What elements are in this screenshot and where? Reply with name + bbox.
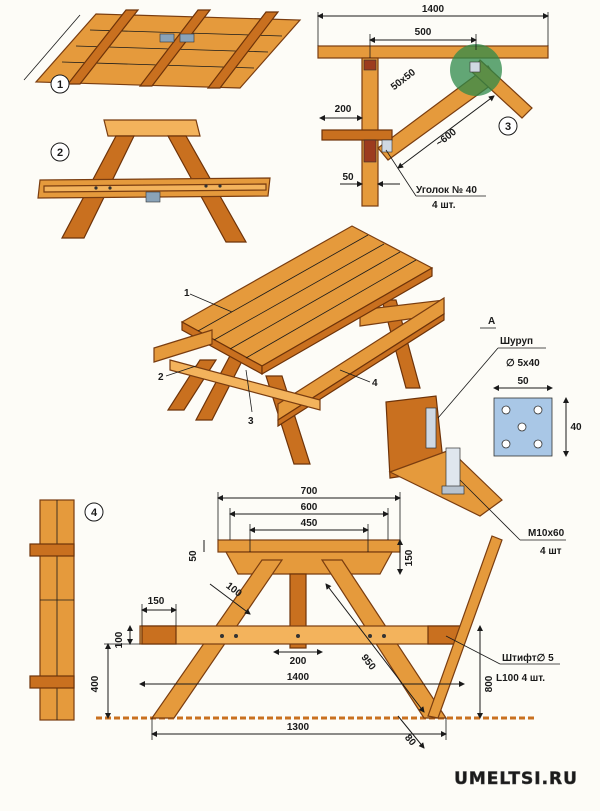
- picnic-table-isometric: 1 2 3 4: [153, 225, 445, 465]
- dim-400: 400: [90, 675, 101, 692]
- callout-label: 4: [91, 507, 98, 519]
- detail-a: A 50 40 Шуруп ∅ 5x40 M10x60 4 шт: [385, 316, 582, 557]
- top-crossbar: [103, 119, 201, 137]
- post-block: [363, 139, 377, 163]
- post-block: [363, 59, 377, 71]
- tabletop-cleat-1: [66, 9, 140, 85]
- elevation-tabletop: [217, 539, 401, 553]
- part-label-1: 1: [184, 288, 190, 299]
- seat-rail: [169, 359, 321, 411]
- dim-100-left: 100: [114, 631, 125, 648]
- dim-950: 950: [358, 652, 377, 672]
- dim-line: [397, 95, 495, 169]
- elevation-back-board: [427, 535, 503, 719]
- tabletop-cleat-2: [138, 9, 212, 87]
- callout-3: 3: [498, 116, 518, 136]
- dim-1300: 1300: [287, 722, 310, 733]
- dim-150-top: 150: [404, 549, 415, 566]
- dim-50x50: 50x50: [389, 67, 418, 93]
- detail-a-title: A: [488, 316, 495, 327]
- leg-detail-view: 1400 500 50x50 200 ~600 50 Уголок № 40 4…: [317, 4, 549, 211]
- angle-qty: 4 шт.: [432, 200, 456, 211]
- screw-size: ∅ 5x40: [506, 358, 540, 369]
- callout-4: 4: [84, 502, 104, 522]
- tabletop-underside-view: [23, 9, 302, 89]
- side-cleat-bottom: [29, 675, 75, 689]
- dim-1400: 1400: [422, 4, 445, 15]
- dim-200: 200: [335, 104, 352, 115]
- dim-150-left: 150: [148, 596, 165, 607]
- seat-support: [321, 129, 393, 141]
- dim-450: 450: [301, 518, 318, 529]
- plate-height: 40: [570, 422, 582, 433]
- dim-80: 80: [402, 733, 418, 749]
- side-elevation: 700 600 450 50 150 100 150 100 400 200 1…: [90, 486, 560, 749]
- bolt-label: M10x60: [528, 528, 565, 539]
- bolt: [445, 447, 461, 493]
- elevation-seat-rail: [139, 625, 465, 645]
- bolt-nut: [441, 485, 465, 495]
- watermark: UMELTSI.RU: [454, 769, 578, 789]
- dim-700: 700: [301, 486, 318, 497]
- side-post-view: [29, 499, 75, 721]
- screw-label: Шуруп: [500, 336, 533, 347]
- callout-label: 3: [505, 121, 511, 133]
- bracket-plate: [159, 33, 175, 43]
- callout-label: 1: [57, 79, 63, 91]
- angle-plate: [469, 61, 481, 73]
- elevation-crosspiece: [224, 551, 394, 575]
- part-label-4: 4: [372, 378, 378, 389]
- angle-plate: [381, 139, 393, 153]
- angle-label: Уголок № 40: [416, 185, 477, 196]
- dim-200: 200: [290, 656, 307, 667]
- bracket-plate: [145, 191, 161, 203]
- callout-1: 1: [50, 74, 70, 94]
- dim-800: 800: [484, 675, 495, 692]
- tabletop-side-edge: [261, 266, 433, 376]
- bracket-plate: [179, 33, 195, 43]
- bench-left: [153, 329, 213, 363]
- pin-label: Штифт∅ 5: [502, 652, 554, 664]
- dim-50: 50: [342, 172, 354, 183]
- seat-rail-face: [43, 183, 267, 193]
- part-label-2: 2: [158, 372, 164, 383]
- dim-50: 50: [188, 550, 199, 562]
- bench-front-edge: [277, 312, 445, 428]
- pin-qty: L100 4 шт.: [496, 673, 545, 684]
- callout-2: 2: [50, 142, 70, 162]
- tabletop-cleat-3: [206, 11, 280, 89]
- callout-label: 2: [57, 147, 63, 159]
- dim-500: 500: [415, 27, 432, 38]
- dim-600: 600: [301, 502, 318, 513]
- frame-view: [37, 119, 271, 243]
- bolt-qty: 4 шт: [540, 546, 562, 557]
- side-cleat-top: [29, 543, 75, 557]
- tabletop-board: [317, 45, 549, 59]
- angle-bracket: [425, 407, 437, 449]
- dim-1400: 1400: [287, 672, 310, 683]
- plate-width: 50: [517, 376, 529, 387]
- dim-600: ~600: [434, 126, 459, 149]
- part-label-3: 3: [248, 416, 254, 427]
- elevation-seat-end: [141, 625, 177, 645]
